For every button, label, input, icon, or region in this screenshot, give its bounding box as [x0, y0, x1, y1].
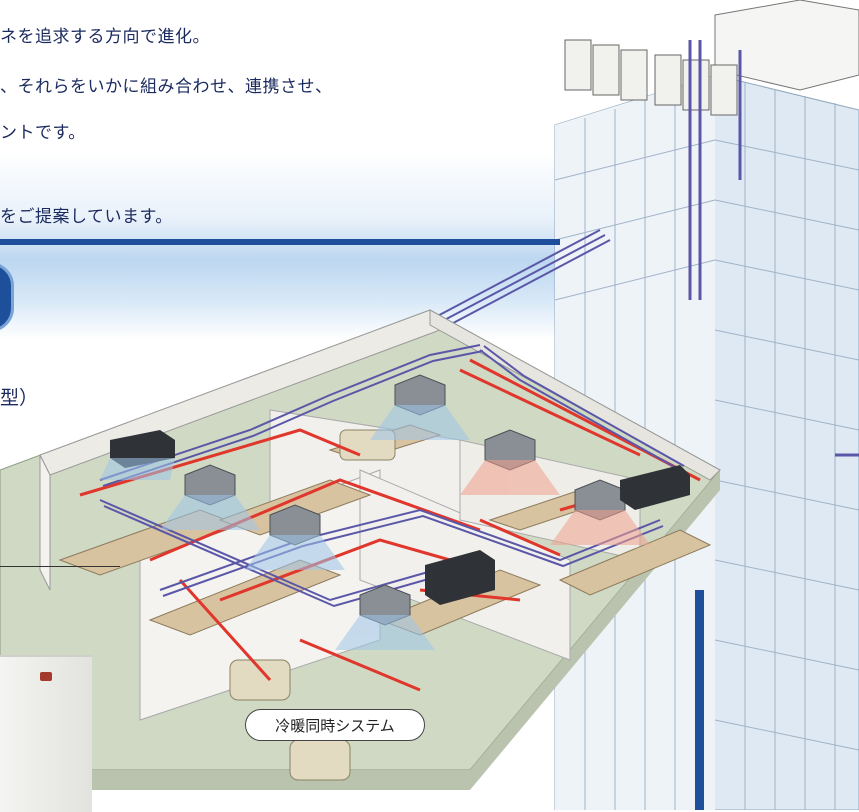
callout-line	[0, 566, 120, 567]
system-label: 冷暖同時システム	[245, 709, 425, 741]
intro-line-4: をご提案しています。	[0, 207, 173, 227]
ceiling-units	[100, 374, 690, 650]
brand-badge	[40, 672, 52, 681]
outdoor-unit-image	[0, 655, 92, 812]
intro-line-2: 、それらをいかに組み合わせ、連携させ、	[0, 77, 333, 97]
section-divider	[0, 239, 560, 245]
intro-line-1: ネを追求する方向で進化。	[0, 27, 210, 47]
unit-type-label: 型）	[0, 387, 39, 409]
intro-line-3: ントです。	[0, 123, 86, 143]
riser-pipe	[695, 590, 704, 810]
